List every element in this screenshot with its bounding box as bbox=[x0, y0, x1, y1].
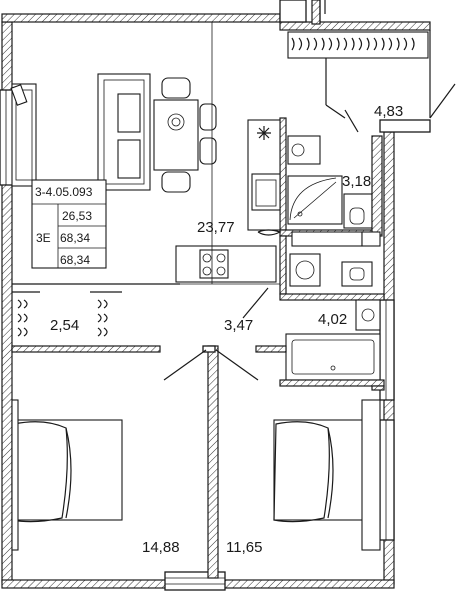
hangers bbox=[291, 37, 415, 51]
bathtub bbox=[285, 333, 381, 381]
table-prefix: 3E bbox=[36, 231, 51, 245]
wc-room bbox=[287, 135, 383, 247]
bath-core bbox=[279, 235, 385, 387]
window-right-bedroom bbox=[379, 419, 395, 541]
sink-bath bbox=[355, 299, 381, 331]
wardrobe-rail bbox=[287, 31, 429, 59]
core-wall-vertical bbox=[279, 117, 287, 231]
living-furniture bbox=[10, 73, 217, 193]
washing-machine bbox=[289, 253, 321, 287]
closet bbox=[12, 291, 122, 347]
balcony bbox=[287, 30, 456, 133]
partitions bbox=[11, 22, 385, 579]
table-value-2: 68,34 bbox=[60, 231, 90, 245]
table-value-1: 26,53 bbox=[62, 209, 92, 223]
top-structure bbox=[279, 0, 326, 25]
area-hall: 3,47 bbox=[224, 317, 253, 334]
info-table: 3-4.05.093 26,53 3E 68,34 68,34 bbox=[31, 179, 107, 269]
area-wc: 3,18 bbox=[342, 173, 371, 190]
toilet bbox=[343, 193, 373, 229]
area-closet: 2,54 bbox=[50, 317, 79, 334]
plan-code: 3-4.05.093 bbox=[35, 185, 93, 199]
area-bedroom-right: 11,65 bbox=[226, 539, 262, 556]
area-bedroom-left: 14,88 bbox=[142, 539, 180, 556]
top-wall-right bbox=[279, 21, 431, 31]
table-value-3: 68,34 bbox=[60, 253, 90, 267]
dining-table bbox=[153, 99, 199, 171]
area-balcony: 4,83 bbox=[374, 103, 403, 120]
area-kitchen-living: 23,77 bbox=[197, 219, 235, 236]
star-icon bbox=[257, 126, 271, 140]
room-labels: 23,77 4,83 3,18 3,47 4,02 2,54 14,88 11,… bbox=[50, 103, 403, 556]
bedroom-furniture bbox=[11, 399, 381, 551]
area-bathroom: 4,02 bbox=[318, 311, 347, 328]
top-wall-left bbox=[1, 13, 281, 23]
